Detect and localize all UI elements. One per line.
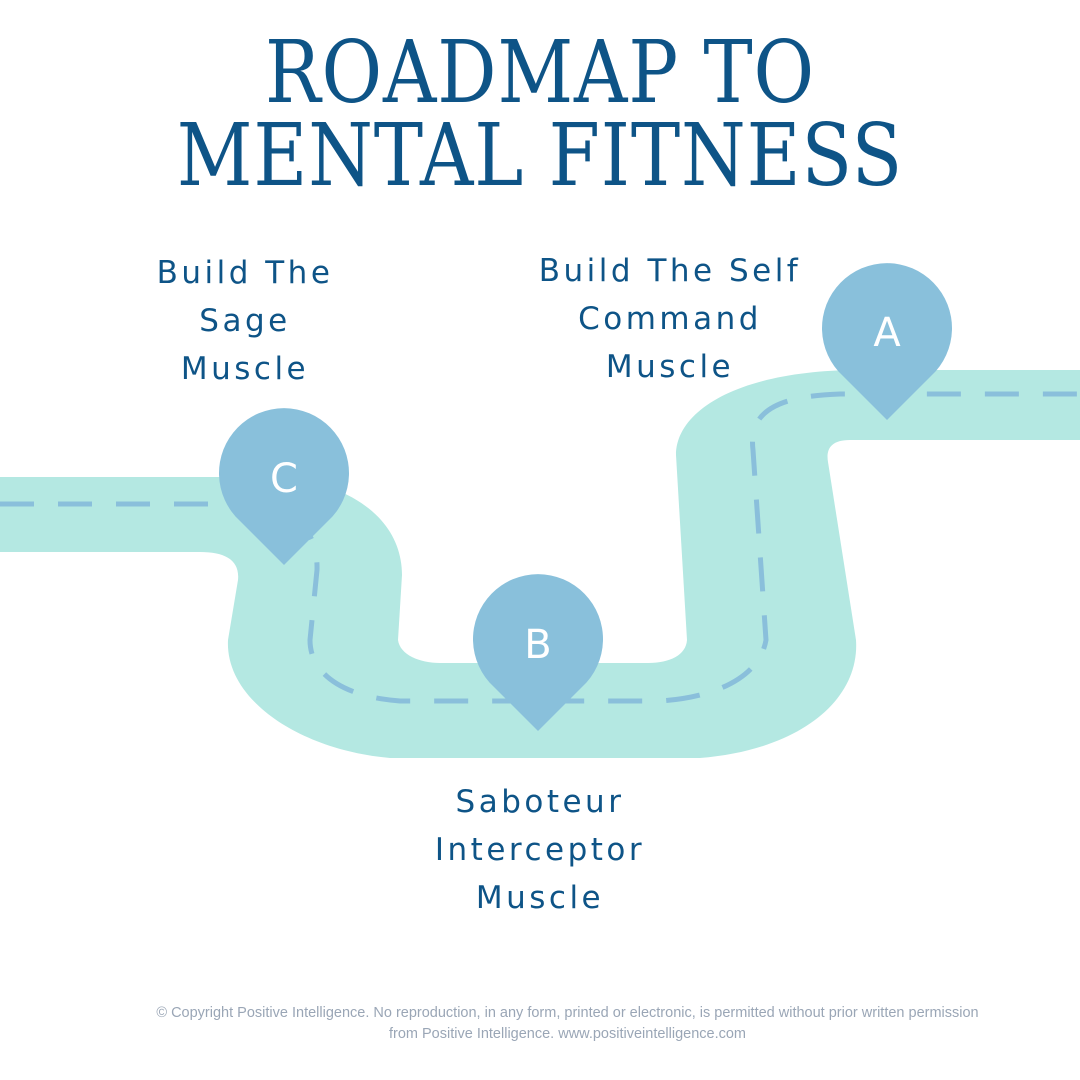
milestone-a-label: Build The Self Command Muscle [500, 247, 840, 391]
milestone-b-label-line-3: Muscle [475, 880, 605, 916]
pin-marker-a [822, 263, 952, 420]
title-line-2: MENTAL FITNESS [176, 106, 904, 206]
milestone-a-label-line-1: Build The Self [538, 253, 802, 289]
pin-b-shape [473, 574, 604, 731]
pin-a-letter: A [873, 310, 901, 356]
milestone-a-label-line-3: Muscle [605, 349, 735, 385]
milestone-a-label-line-2: Command [578, 301, 762, 337]
milestone-c-label-line-3: Muscle [180, 351, 310, 387]
pin-b-letter: B [524, 622, 552, 668]
pin-c-shape [219, 408, 349, 565]
milestone-c-label-line-1: Build The [156, 255, 334, 291]
milestone-c-label-line-2: Sage [199, 303, 291, 339]
road-band [0, 370, 1080, 758]
milestone-b-label-line-1: Saboteur [455, 784, 625, 820]
milestone-b-label-line-2: Interceptor [434, 832, 646, 868]
pin-c-letter: C [270, 456, 298, 502]
milestone-c-label: Build The Sage Muscle [100, 249, 390, 393]
pin-marker-b [473, 574, 604, 731]
copyright-notice: © Copyright Positive Intelligence. No re… [156, 1005, 979, 1042]
pin-marker-c [219, 408, 349, 565]
milestone-b-label: Saboteur Interceptor Muscle [390, 778, 690, 922]
title-line-1: ROADMAP TO [264, 23, 815, 123]
pin-a-shape [822, 263, 952, 420]
